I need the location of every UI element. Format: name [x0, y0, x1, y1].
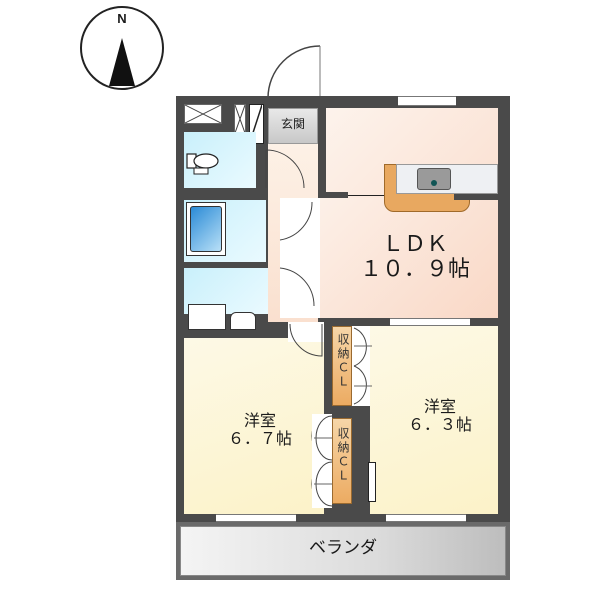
veranda: [176, 522, 510, 580]
entrance: [268, 108, 318, 144]
western-room-left: [184, 338, 324, 514]
toilet-door-swing: [265, 149, 305, 189]
western-left-bottom-window: [216, 514, 296, 522]
compass: N: [80, 6, 164, 90]
veranda-label: ベランダ: [309, 538, 377, 558]
ldk-partition-left: [318, 192, 348, 198]
washbasin-icon[interactable]: [230, 312, 256, 330]
closet-upper-doors: [353, 327, 372, 405]
washing-machine-icon[interactable]: [188, 304, 226, 330]
outlet-panel-icon: [368, 462, 376, 502]
ldk-partition-line: [348, 195, 384, 196]
kitchen-wall-right: [454, 194, 498, 200]
bathroom-door-swing: [279, 201, 313, 241]
ldk-size: １０．９帖: [359, 257, 470, 283]
north-arrow-icon: [109, 38, 135, 86]
ldk-name: ＬＤＫ: [381, 232, 448, 257]
storage-top-left: [184, 104, 222, 124]
western-left-door-swing: [289, 323, 323, 357]
bathtub-icon[interactable]: [186, 202, 226, 256]
bathroom-divider: [184, 262, 268, 268]
kitchen-sink-icon: [417, 168, 451, 190]
western-room-right-name: 洋室: [423, 397, 456, 416]
toilet-icon: [186, 152, 222, 175]
closet-lower-doors: [314, 415, 333, 507]
closet-lower-label: 収納ＣＬ: [336, 427, 350, 483]
ldk-window: [398, 96, 456, 106]
western-room-right-size: ６．３帖: [407, 415, 472, 435]
western-room-left-name: 洋室: [243, 411, 276, 430]
western-room-right-label: 洋室 ６．３帖: [390, 397, 490, 435]
entrance-label: 玄関: [280, 117, 305, 131]
closet-lower[interactable]: 収納ＣＬ: [332, 418, 352, 504]
western-room-left-entry: [288, 322, 324, 342]
closet-upper[interactable]: 収納ＣＬ: [332, 326, 352, 406]
ldk-label: ＬＤＫ １０．９帖: [340, 232, 490, 283]
kitchen-faucet-icon: [431, 180, 437, 186]
storage-small: [234, 104, 246, 134]
closet-upper-label: 収納ＣＬ: [336, 333, 350, 389]
western-right-top-window: [390, 318, 470, 326]
washroom-door-swing: [279, 267, 315, 307]
western-room-left-size: ６．７帖: [227, 429, 292, 449]
entrance-door-swing: [267, 45, 321, 99]
western-room-left-label: 洋室 ６．７帖: [210, 411, 310, 449]
compass-north-label: N: [117, 11, 127, 26]
western-room-right: [370, 326, 498, 514]
west-room-top-wall: [184, 330, 288, 338]
western-right-bottom-window: [386, 514, 466, 522]
